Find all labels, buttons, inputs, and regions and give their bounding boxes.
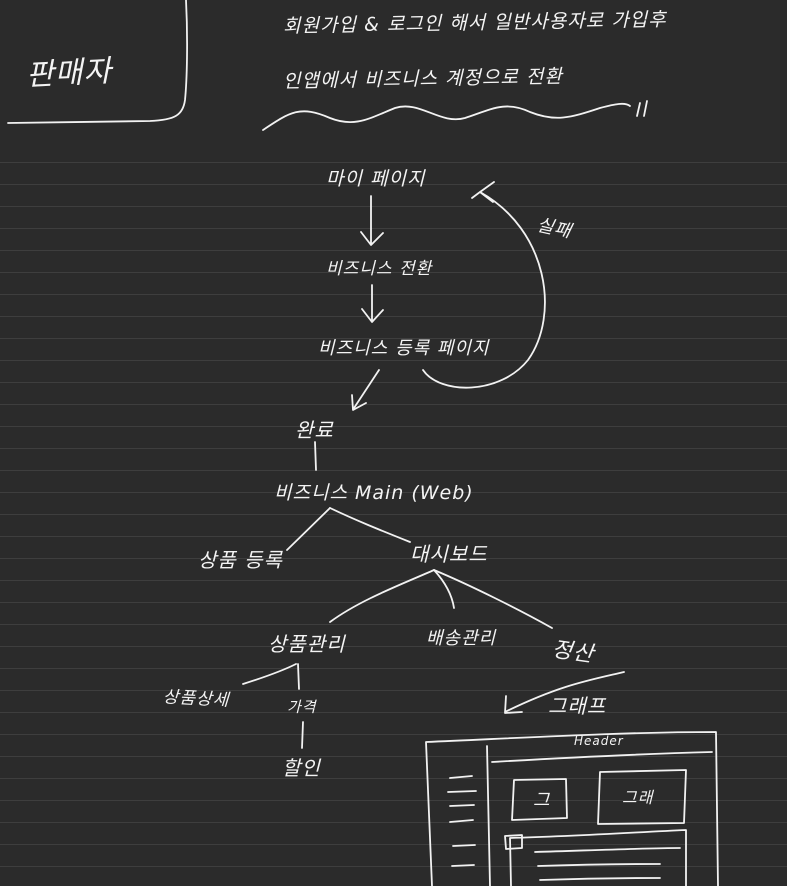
sketch-menu-line-4 [449, 819, 474, 823]
node-business-main: 비즈니스 Main (Web) [274, 482, 474, 504]
arrow-mypage-to-switch [360, 195, 384, 246]
sketch-table-row-2 [537, 863, 661, 867]
header-note-line-2: 인앱에서 비즈니스 계정으로 전환 [282, 65, 564, 93]
node-product-manage: 상품관리 [268, 632, 346, 656]
sketch-card-1-label: 그 [533, 790, 551, 811]
title-box-border [7, 0, 188, 124]
sketch-menu-line-1 [449, 775, 473, 779]
node-price: 가격 [287, 698, 317, 716]
sketch-header-label: Header [574, 734, 624, 748]
header-wavy-underline [262, 102, 631, 131]
line-dashboard-to-product-manage [329, 569, 435, 623]
line-manage-to-price [297, 663, 300, 690]
line-price-to-discount [301, 721, 304, 749]
header-end-tick-1 [636, 102, 641, 117]
arrow-switch-to-register [361, 284, 384, 323]
role-title: 판매자 [25, 53, 113, 94]
sketch-table-row-3 [539, 877, 661, 881]
sketch-card-2-label: 그래 [622, 788, 654, 807]
node-business-register: 비즈니스 등록 페이지 [318, 338, 490, 359]
arrow-register-to-complete [351, 369, 380, 411]
line-complete-to-main [314, 441, 317, 471]
node-delivery-manage: 배송관리 [426, 628, 497, 649]
node-graph: 그래프 [548, 694, 607, 718]
sketch-header-line [491, 751, 713, 763]
sketch-menu-line-2 [447, 790, 477, 793]
arrow-fail-loop [422, 181, 546, 389]
node-my-page: 마이 페이지 [326, 168, 426, 190]
sketch-menu-line-6 [451, 864, 475, 867]
node-business-switch: 비즈니스 전환 [326, 259, 433, 279]
sketch-menu-line-3 [449, 804, 475, 807]
line-dashboard-to-settlement [433, 569, 553, 629]
sketch-frame [425, 731, 719, 886]
node-product-register: 상품 등록 [198, 548, 283, 572]
node-settlement: 정산 [550, 637, 596, 668]
sketch-sidebar-divider [486, 745, 491, 886]
line-main-to-product-register [286, 507, 331, 551]
sketch-menu-line-5 [452, 844, 476, 847]
node-complete: 완료 [295, 418, 334, 442]
sketch-card-1 [511, 778, 568, 821]
sketch-table-row-1 [534, 847, 681, 853]
line-main-to-dashboard [329, 507, 411, 543]
sketch-small-box [504, 834, 523, 850]
arrow-settlement-to-graph [504, 671, 625, 714]
sketch-table [509, 829, 687, 886]
node-dashboard: 대시보드 [410, 542, 488, 566]
header-end-tick-2 [643, 100, 648, 117]
sketch-card-2 [597, 769, 687, 825]
line-dashboard-to-delivery [433, 569, 455, 609]
node-discount: 할인 [282, 756, 321, 780]
line-manage-to-detail [242, 663, 297, 685]
unruled-header-area [0, 0, 787, 140]
node-product-detail: 상품상세 [162, 687, 230, 711]
